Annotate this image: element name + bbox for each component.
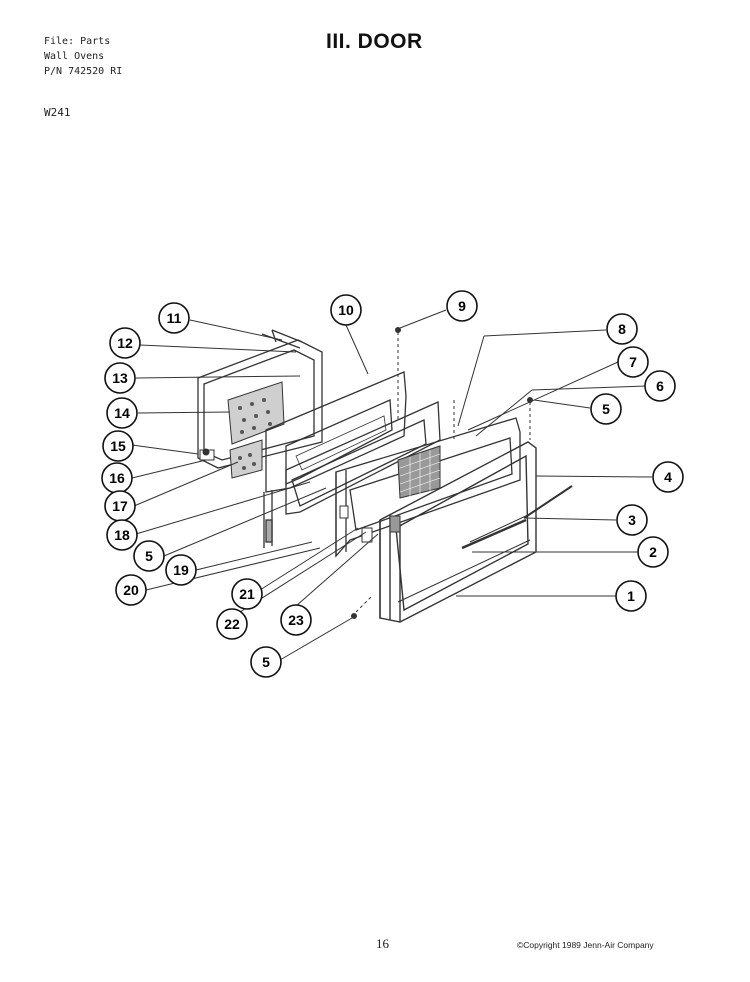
file-label: File: Parts	[44, 36, 111, 47]
svg-text:6: 6	[656, 378, 664, 394]
svg-text:3: 3	[628, 512, 636, 528]
svg-text:13: 13	[112, 370, 128, 386]
copyright-notice: ©Copyright 1989 Jenn-Air Company	[517, 940, 654, 950]
window-mesh	[397, 445, 441, 499]
svg-text:4: 4	[664, 469, 672, 485]
callout-22: 22	[216, 608, 248, 640]
callout-5-bottom: 5	[250, 646, 282, 678]
svg-text:9: 9	[458, 298, 466, 314]
callout-15: 15	[102, 430, 134, 462]
svg-text:11: 11	[167, 310, 182, 326]
svg-text:7: 7	[629, 354, 637, 370]
svg-text:15: 15	[110, 438, 126, 454]
svg-text:10: 10	[338, 302, 354, 318]
callout-14: 14	[106, 397, 138, 429]
part-number-label: P/N 742520 RI	[44, 66, 123, 77]
callout-3: 3	[616, 504, 648, 536]
callout-17: 17	[104, 490, 136, 522]
callout-20: 20	[115, 574, 147, 606]
svg-text:22: 22	[224, 616, 240, 632]
svg-text:21: 21	[239, 586, 255, 602]
svg-text:5: 5	[145, 548, 153, 564]
leader-lines	[131, 309, 653, 661]
svg-text:5: 5	[602, 401, 610, 417]
svg-text:17: 17	[112, 498, 128, 514]
svg-text:1: 1	[627, 588, 635, 604]
callout-5-right: 5	[590, 393, 622, 425]
door-hardware	[202, 327, 533, 619]
callout-10: 10	[330, 294, 362, 326]
callout-21: 21	[231, 578, 263, 610]
svg-text:12: 12	[117, 335, 133, 351]
svg-text:16: 16	[109, 470, 125, 486]
category-label: Wall Ovens	[44, 51, 105, 62]
callout-2: 2	[637, 536, 669, 568]
callouts: 11 10 9 12 8 7 13 6	[101, 290, 684, 678]
callout-7: 7	[617, 346, 649, 378]
svg-text:14: 14	[114, 405, 130, 421]
outer-door-panel	[379, 441, 573, 623]
svg-text:5: 5	[262, 654, 270, 670]
callout-9: 9	[446, 290, 478, 322]
svg-text:2: 2	[649, 544, 657, 560]
svg-text:23: 23	[288, 612, 304, 628]
insulation-blocks	[199, 381, 285, 479]
callout-18: 18	[106, 519, 138, 551]
door-glass-panel	[263, 401, 441, 548]
callout-16: 16	[101, 462, 133, 494]
svg-text:20: 20	[123, 582, 139, 598]
page-number: 16	[376, 936, 389, 951]
svg-text:18: 18	[114, 527, 130, 543]
callout-19: 19	[165, 554, 197, 586]
callout-12: 12	[109, 327, 141, 359]
callout-1: 1	[615, 580, 647, 612]
callout-5-left: 5	[133, 540, 165, 572]
model-number: W241	[44, 106, 71, 119]
callout-4: 4	[652, 461, 684, 493]
file-info: File: Parts Wall Ovens P/N 742520 RI	[44, 34, 122, 79]
svg-text:8: 8	[618, 321, 626, 337]
callout-13: 13	[104, 362, 136, 394]
page-title: III. DOOR	[326, 30, 423, 53]
callout-23: 23	[280, 604, 312, 636]
callout-11: 11	[158, 302, 190, 334]
svg-text:19: 19	[173, 562, 189, 578]
callout-8: 8	[606, 313, 638, 345]
callout-6: 6	[644, 370, 676, 402]
